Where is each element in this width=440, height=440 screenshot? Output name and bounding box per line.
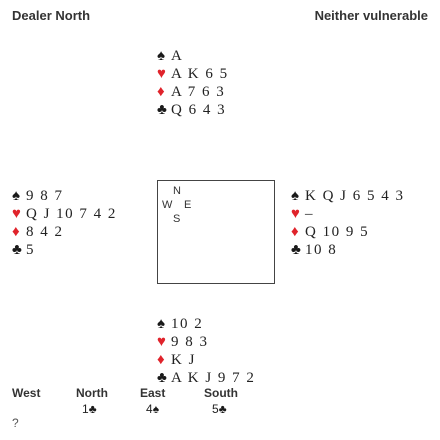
diamond-icon: ♦ (12, 224, 20, 240)
south-bid: 5♣ (212, 402, 227, 416)
diamond-holding: ♦A 7 6 3 (157, 84, 226, 100)
heart-holding: ♥A K 6 5 (157, 66, 229, 82)
north-hand: ♠A ♥A K 6 5 ♦A 7 6 3 ♣Q 6 4 3 (157, 47, 229, 119)
club-icon: ♣ (157, 102, 167, 118)
spade-icon: ♠ (291, 188, 299, 204)
spade-holding: ♠K Q J 6 5 4 3 (291, 188, 405, 204)
auction-header-north: North (76, 386, 108, 400)
heart-icon: ♥ (157, 66, 166, 82)
heart-holding: ♥Q J 10 7 4 2 (12, 206, 117, 222)
diamond-holding: ♦Q 10 9 5 (291, 224, 370, 240)
club-icon: ♣ (218, 402, 227, 416)
dealer-label: Dealer North (12, 8, 91, 23)
compass-rose: N W E S (162, 185, 192, 229)
west-bid-prompt: ? (12, 416, 19, 430)
auction-header-east: East (140, 386, 166, 400)
south-hand: ♠10 2 ♥9 8 3 ♦K J ♣A K J 9 7 2 (157, 315, 255, 387)
spade-icon: ♠ (157, 316, 165, 332)
vulnerability-label: Neither vulnerable (314, 8, 428, 23)
compass-south: S (173, 213, 181, 225)
club-holding: ♣A K J 9 7 2 (157, 370, 256, 386)
spade-icon: ♠ (157, 48, 165, 64)
diamond-icon: ♦ (157, 352, 165, 368)
auction-header-west: West (12, 386, 41, 400)
west-hand: ♠9 8 7 ♥Q J 10 7 4 2 ♦8 4 2 ♣5 (12, 187, 117, 259)
heart-icon: ♥ (157, 334, 166, 350)
spade-holding: ♠10 2 (157, 316, 204, 332)
club-icon: ♣ (157, 370, 167, 386)
diamond-icon: ♦ (157, 84, 165, 100)
club-holding: ♣Q 6 4 3 (157, 102, 227, 118)
diamond-holding: ♦8 4 2 (12, 224, 64, 240)
north-bid: 1♣ (82, 402, 97, 416)
compass-north: N (173, 185, 181, 197)
compass-west: W (162, 199, 173, 211)
spade-icon: ♠ (152, 402, 160, 416)
diamond-icon: ♦ (291, 224, 299, 240)
club-holding: ♣10 8 (291, 242, 338, 258)
compass-east: E (184, 199, 192, 211)
east-bid: 4♠ (146, 402, 160, 416)
heart-icon: ♥ (291, 206, 300, 222)
spade-holding: ♠A (157, 48, 184, 64)
east-hand: ♠K Q J 6 5 4 3 ♥– ♦Q 10 9 5 ♣10 8 (291, 187, 405, 259)
table-compass: N W E S (157, 180, 275, 284)
diamond-holding: ♦K J (157, 352, 196, 368)
auction-header-south: South (204, 386, 238, 400)
spade-holding: ♠9 8 7 (12, 188, 64, 204)
club-icon: ♣ (88, 402, 97, 416)
heart-icon: ♥ (12, 206, 21, 222)
club-icon: ♣ (291, 242, 301, 258)
club-holding: ♣5 (12, 242, 35, 258)
club-icon: ♣ (12, 242, 22, 258)
heart-holding: ♥– (291, 206, 314, 222)
spade-icon: ♠ (12, 188, 20, 204)
heart-holding: ♥9 8 3 (157, 334, 209, 350)
